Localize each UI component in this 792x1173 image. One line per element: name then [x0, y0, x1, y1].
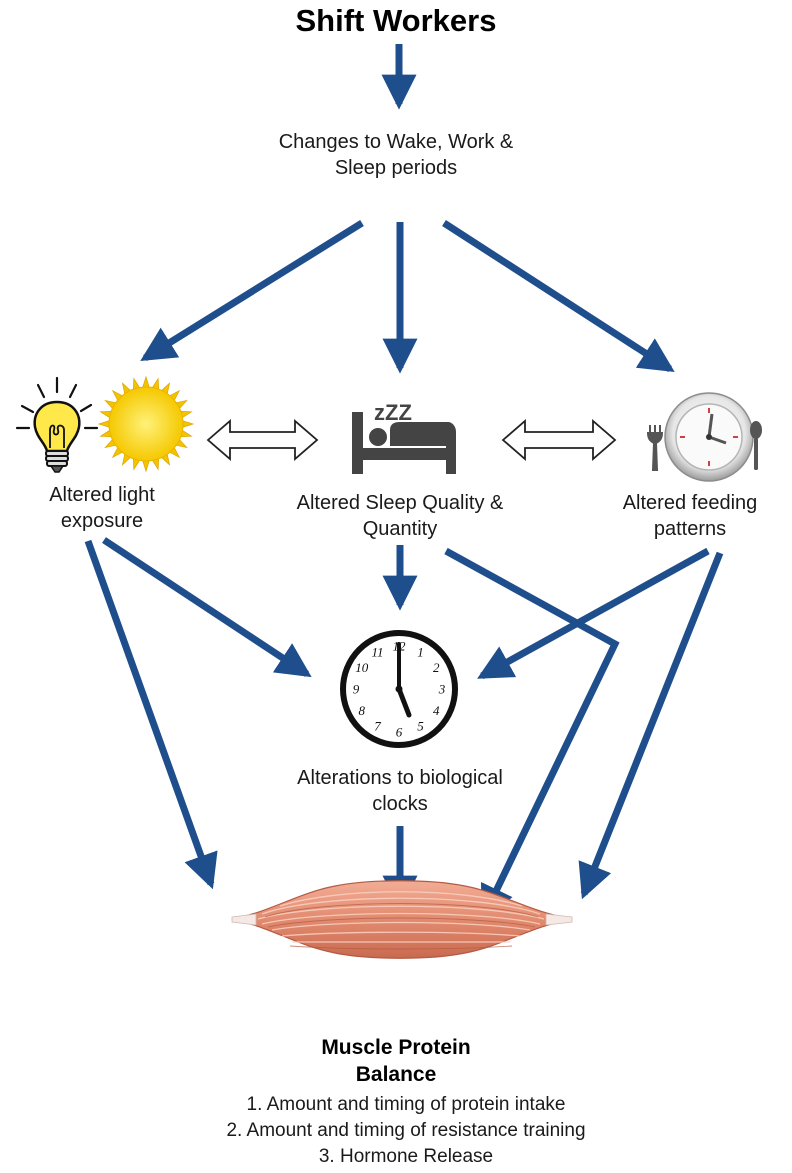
clocks-label-line2: clocks — [372, 793, 428, 815]
arrow-light-to-clock — [102, 537, 312, 678]
arrow-changes-to-light — [140, 220, 364, 361]
arrow-changes-to-feeding — [442, 220, 675, 373]
changes-label-line2: Sleep periods — [334, 157, 458, 179]
sleep-label-line1: Altered Sleep Quality & — [296, 492, 504, 514]
diagram-title: Shift Workers — [295, 3, 497, 38]
sleep-quality-label: Altered Sleep Quality & Quantity — [262, 490, 538, 542]
plate-clock-ticks — [680, 408, 738, 466]
clock-numeral: 3 — [438, 682, 446, 697]
sun-ray — [181, 419, 195, 429]
clock-numeral: 10 — [355, 660, 369, 675]
sun-ray — [141, 459, 151, 473]
light-exposure-label: Altered light exposure — [14, 482, 190, 534]
muscle-factor-item: 3. Hormone Release — [318, 1146, 494, 1167]
bed-sleep-icon: zZZ — [348, 380, 458, 478]
sun-icon — [97, 375, 195, 473]
clock-numeral: 7 — [374, 719, 381, 734]
fork-icon — [646, 425, 664, 471]
muscle-icon — [231, 880, 573, 959]
arrow-feeding-to-muscle — [578, 551, 724, 900]
biological-clocks-label: Alterations to biological clocks — [250, 765, 550, 817]
clock-hour-hand — [396, 686, 412, 718]
muscle-factor-item: 1. Amount and timing of protein intake — [246, 1094, 566, 1115]
clocks-label-line1: Alterations to biological — [297, 767, 503, 789]
clock-numeral: 8 — [359, 703, 366, 718]
clock-numeral: 1 — [417, 644, 424, 659]
sleep-label-line2: Quantity — [362, 518, 438, 540]
wall-clock-icon: 121234567891011 — [340, 630, 458, 748]
spoon-icon — [750, 421, 762, 470]
feeding-label-line2: patterns — [653, 518, 727, 540]
clock-numeral: 11 — [371, 644, 383, 659]
changes-label-line1: Changes to Wake, Work & — [278, 131, 514, 153]
sleep-zzz-text: zZZ — [374, 400, 412, 425]
double-arrow-sleep-feeding — [501, 419, 617, 461]
arrow-feeding-to-clock — [477, 547, 710, 680]
clock-numeral: 6 — [396, 725, 403, 740]
muscle-factor-item: 2. Amount and timing of resistance train… — [226, 1120, 586, 1141]
mpb-title-line1: Muscle Protein — [321, 1036, 471, 1059]
clock-numeral: 2 — [433, 660, 440, 675]
feeding-patterns-label: Altered feeding patterns — [600, 490, 780, 542]
arrow-light-to-muscle — [84, 539, 218, 890]
clock-numeral: 9 — [353, 682, 360, 697]
sun-ray — [97, 419, 111, 429]
muscle-protein-balance-title: Muscle Protein Balance — [236, 1034, 556, 1088]
double-arrow-light-sleep — [206, 419, 319, 461]
light-label-line2: exposure — [60, 510, 144, 532]
changes-label: Changes to Wake, Work & Sleep periods — [236, 129, 556, 181]
sun-ray — [141, 375, 151, 389]
plate-clock-icon — [646, 392, 762, 482]
arrows — [84, 44, 724, 922]
arrow-sleep-to-muscle — [444, 547, 620, 922]
muscle-factors-list: 1. Amount and timing of protein intake 2… — [176, 1092, 636, 1170]
lightbulb-icon — [15, 376, 99, 473]
feeding-label-line1: Altered feeding — [622, 492, 758, 514]
clock-numeral: 5 — [417, 719, 424, 734]
light-label-line1: Altered light — [49, 484, 155, 506]
clock-numeral: 4 — [433, 703, 440, 718]
mpb-title-line2: Balance — [355, 1063, 437, 1086]
